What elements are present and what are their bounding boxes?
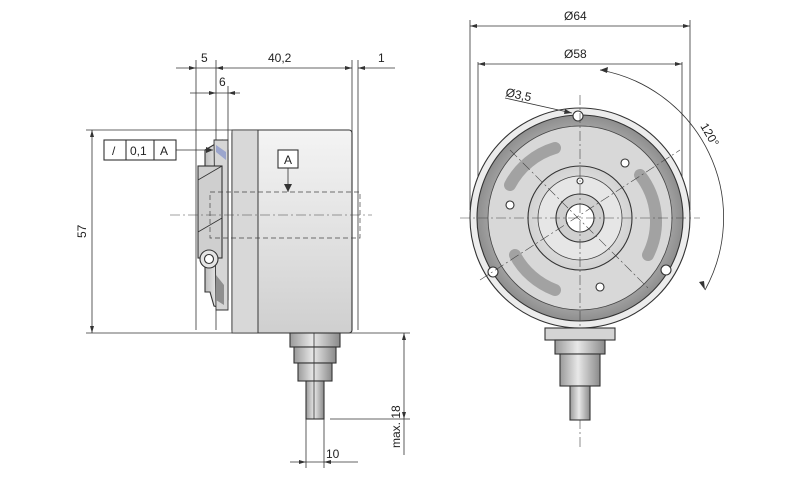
dim-hole-diameter: Ø3,5 <box>504 85 533 104</box>
dim-outer-diameter: Ø64 <box>564 9 587 23</box>
dim-height: 57 <box>75 224 89 238</box>
dim-gland-width: 10 <box>326 447 340 461</box>
tolerance-symbol: / <box>112 144 116 158</box>
dim-shaft-offset: 1 <box>378 51 385 65</box>
side-view <box>86 60 410 468</box>
dim-clamp-depth: 6 <box>219 75 226 89</box>
front-view <box>460 20 724 450</box>
datum-label: A <box>284 153 292 167</box>
tolerance-value: 0,1 <box>130 144 147 158</box>
dim-flange-thickness: 5 <box>201 51 208 65</box>
dim-gland-max-length: max. 18 <box>389 405 403 448</box>
dim-hole-angle: 120° <box>697 121 722 150</box>
tolerance-datum: A <box>160 144 168 158</box>
dim-body-length: 40,2 <box>268 51 292 65</box>
dim-pitch-diameter: Ø58 <box>564 47 587 61</box>
